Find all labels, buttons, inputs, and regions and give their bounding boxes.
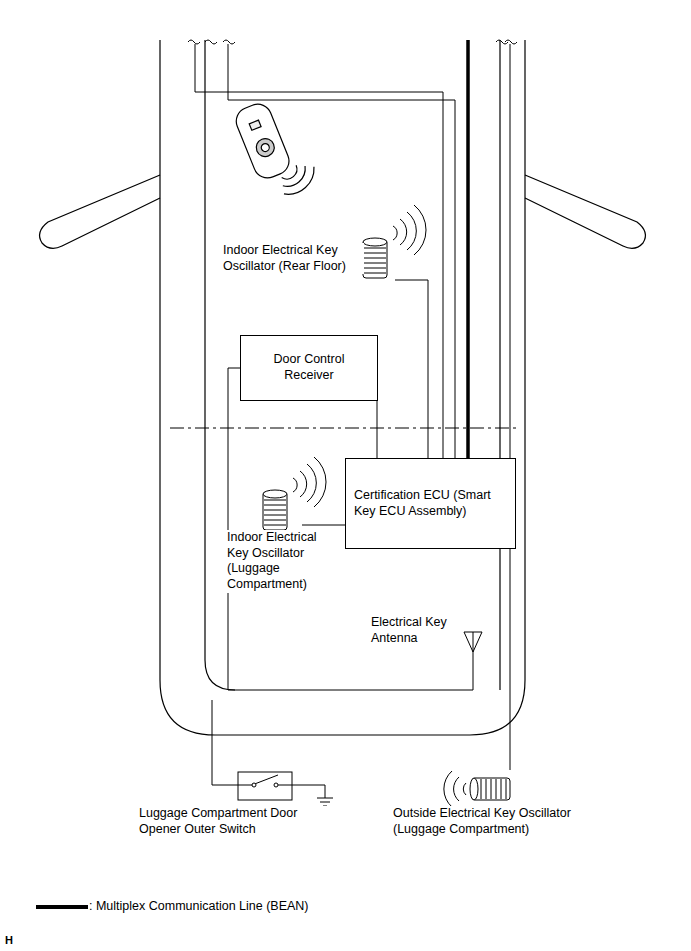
antenna-symbol [464, 632, 482, 652]
switch-symbol [238, 772, 292, 800]
coil-stripe [264, 500, 286, 501]
coil-stripe [364, 253, 386, 254]
coil-stripe [364, 248, 386, 249]
wire-connector [377, 401, 378, 458]
part-label: Electrical Key Antenna [370, 615, 462, 646]
wire [395, 280, 428, 458]
oscillator-symbol [263, 457, 326, 530]
wire [292, 785, 325, 798]
wire [302, 525, 345, 526]
vehicle-inner-line [205, 40, 235, 690]
coil-stripe [506, 779, 507, 799]
part-label: Outside Electrical Key Oscillator (Lugga… [392, 806, 624, 837]
coil-stripe [364, 268, 386, 269]
coil-stripe [264, 510, 286, 511]
coil-stripe [264, 520, 286, 521]
coil-stripe [264, 515, 286, 516]
coil-stripe [486, 779, 487, 799]
box-label: Certification ECU (Smart Key ECU Assembl… [354, 488, 507, 519]
electrical-key [232, 93, 321, 205]
multiplex-line [466, 40, 470, 458]
box-label: Door Control Receiver [249, 352, 369, 383]
coil-stripe [481, 779, 482, 799]
part-label: Indoor Electrical Key Oscillator (Rear F… [222, 243, 364, 274]
door-mirror [40, 175, 160, 248]
vehicle-body [160, 40, 525, 735]
coil-stripe [364, 273, 386, 274]
wire [195, 44, 443, 458]
coil-stripe [264, 525, 286, 526]
part-label: Luggage Compartment Door Opener Outer Sw… [138, 806, 340, 837]
wire [212, 700, 238, 785]
coil-stripe [501, 779, 502, 799]
ecu-box: Certification ECU (Smart Key ECU Assembl… [345, 458, 516, 549]
coil-stripe [264, 505, 286, 506]
oscillator-symbol [444, 771, 510, 807]
legend-entry: : Multiplex Communication Line (BEAN) [36, 899, 309, 915]
legend-text: : Multiplex Communication Line (BEAN) [89, 899, 309, 915]
coil-stripe [364, 263, 386, 264]
coil-stripe [364, 258, 386, 259]
door-mirror [525, 175, 645, 248]
receiver-box: Door Control Receiver [240, 335, 378, 401]
coil-stripe [496, 779, 497, 799]
vehicle-inner-line [499, 40, 500, 690]
part-label: Indoor Electrical Key Oscillator (Luggag… [226, 530, 340, 593]
ground-symbol [317, 798, 333, 806]
figure-code: H [4, 934, 26, 948]
legend-line-sample [36, 905, 88, 909]
coil-stripe [491, 779, 492, 799]
wire [510, 44, 511, 770]
oscillator-symbol [363, 205, 426, 278]
